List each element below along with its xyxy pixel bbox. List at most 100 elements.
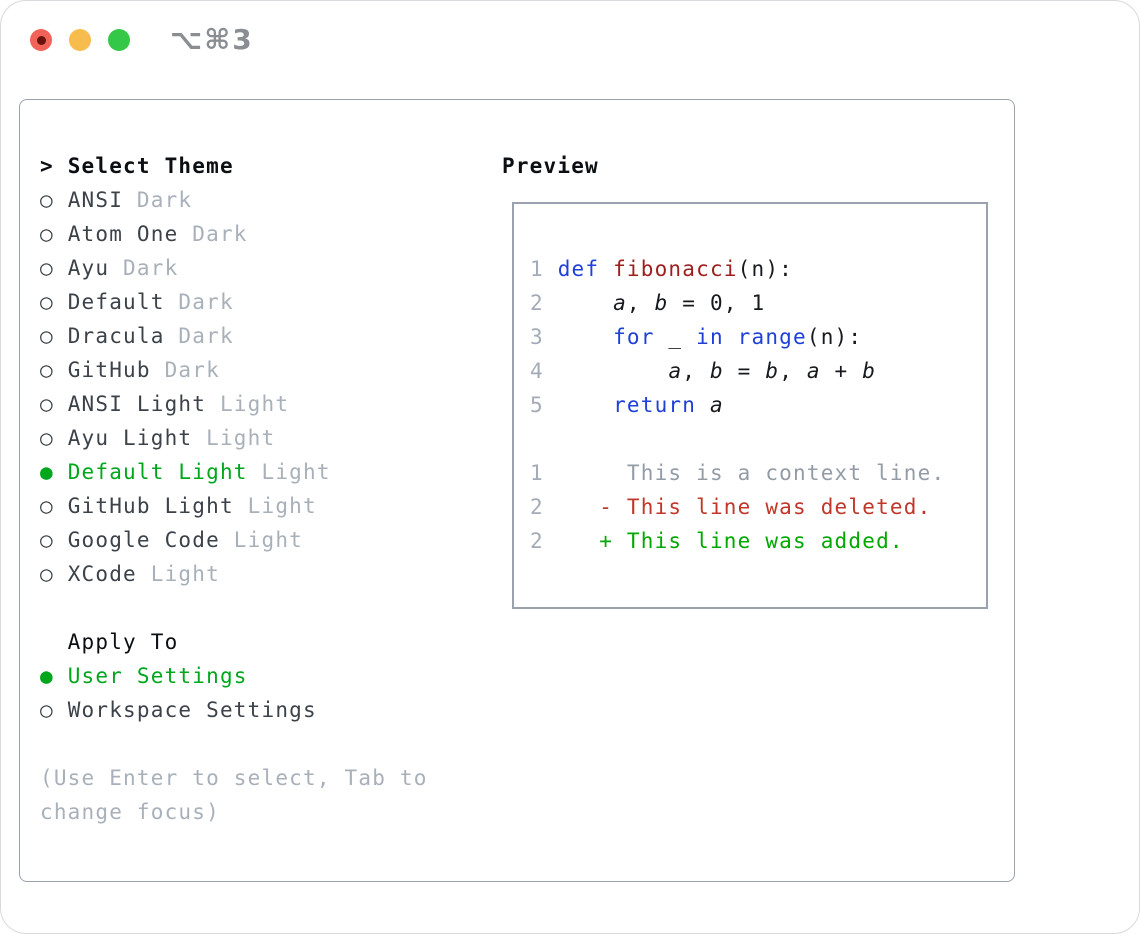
gutter-space (613, 529, 627, 553)
gutter-space (544, 325, 558, 349)
gutter-space (544, 257, 558, 281)
radio-unselected-icon: ○ (40, 358, 68, 382)
preview-code-line-4: 4 a, b = b, a + b (530, 354, 945, 388)
theme-item-ansi-light-light[interactable]: ○ ANSI Light Light (40, 387, 428, 421)
line-number: 2 (530, 291, 544, 315)
theme-list-header: > Select Theme (40, 149, 428, 183)
theme-item-variant: Light (219, 528, 304, 552)
theme-item-name: XCode (67, 562, 137, 586)
diff-marker-icon: + (599, 529, 614, 553)
theme-picker-panel: > Select Theme○ ANSI Dark○ Atom One Dark… (19, 99, 1015, 882)
radio-unselected-icon: ○ (40, 392, 68, 416)
code-token (558, 325, 613, 349)
theme-item-default-dark[interactable]: ○ Default Dark (40, 285, 428, 319)
theme-item-ayu-light-light[interactable]: ○ Ayu Light Light (40, 421, 428, 455)
theme-item-ansi-dark[interactable]: ○ ANSI Dark (40, 183, 428, 217)
theme-item-name: Default Light (67, 460, 248, 484)
code-token: in (696, 325, 724, 349)
line-number: 1 (530, 257, 544, 281)
line-number: 2 (530, 495, 544, 519)
gutter-space (544, 291, 558, 315)
radio-unselected-icon: ○ (40, 562, 68, 586)
theme-selector: > Select Theme○ ANSI Dark○ Atom One Dark… (40, 149, 428, 829)
diff-text: This line was added. (626, 529, 904, 553)
theme-item-variant: Light (206, 392, 290, 416)
theme-item-variant: Dark (164, 290, 234, 314)
apply-to-item-user-settings[interactable]: ● User Settings (40, 659, 428, 693)
theme-item-name: Ayu Light (67, 426, 193, 450)
window-title: ⌥⌘3 (170, 23, 254, 56)
radio-unselected-icon: ○ (40, 426, 68, 450)
theme-item-ayu-dark[interactable]: ○ Ayu Dark (40, 251, 428, 285)
close-button[interactable] (30, 29, 52, 51)
theme-item-default-light-light[interactable]: ● Default Light Light (40, 455, 428, 489)
theme-item-atom-one-dark[interactable]: ○ Atom One Dark (40, 217, 428, 251)
theme-item-name: Ayu (67, 256, 110, 280)
theme-item-variant: Dark (178, 222, 248, 246)
theme-list-header-label: Select Theme (67, 154, 234, 178)
minimize-button[interactable] (69, 29, 91, 51)
theme-item-variant: Light (247, 460, 331, 484)
radio-unselected-icon: ○ (40, 698, 68, 722)
gutter-space (544, 529, 599, 553)
apply-to-header: Apply To (40, 625, 428, 659)
preview-blank-line (530, 422, 945, 456)
gutter-space (544, 359, 558, 383)
line-number: 4 (530, 359, 544, 383)
theme-item-name: ANSI Light (67, 392, 207, 416)
theme-item-name: ANSI (67, 188, 124, 212)
gutter-space (544, 495, 599, 519)
code-token: a (806, 359, 821, 383)
theme-item-name: Default (67, 290, 165, 314)
theme-item-name: Atom One (67, 222, 179, 246)
gutter-space (613, 495, 627, 519)
theme-item-variant: Dark (150, 358, 220, 382)
diff-text: This line was deleted. (626, 495, 932, 519)
hint-line-2: change focus) (40, 800, 220, 824)
maximize-button[interactable] (108, 29, 130, 51)
hint-line-1: (Use Enter to select, Tab to (40, 766, 428, 790)
theme-item-xcode-light[interactable]: ○ XCode Light (40, 557, 428, 591)
code-token: (n): (806, 325, 863, 349)
apply-to-item-workspace-settings[interactable]: ○ Workspace Settings (40, 693, 428, 727)
theme-item-name: GitHub Light (67, 494, 234, 518)
spacer (40, 591, 428, 625)
theme-item-name: GitHub (67, 358, 151, 382)
titlebar: ⌥⌘3 (30, 23, 254, 56)
theme-item-variant: Dark (164, 324, 234, 348)
theme-item-variant: Dark (109, 256, 179, 280)
theme-item-github-light-light[interactable]: ○ GitHub Light Light (40, 489, 428, 523)
radio-unselected-icon: ○ (40, 528, 68, 552)
theme-item-dracula-dark[interactable]: ○ Dracula Dark (40, 319, 428, 353)
gutter-space (544, 461, 599, 485)
line-number: 2 (530, 529, 544, 553)
code-token: def (557, 257, 600, 281)
code-token (558, 393, 613, 417)
theme-item-variant: Dark (123, 188, 193, 212)
code-token: (n): (737, 257, 794, 281)
preview-code-line-2: 2 a, b = 0, 1 (530, 286, 945, 320)
radio-selected-icon: ● (40, 664, 68, 688)
theme-item-name: Dracula (67, 324, 165, 348)
code-token (724, 325, 738, 349)
apply-to-item-name: Workspace Settings (67, 698, 317, 722)
preview-diff-line-added: 2 + This line was added. (530, 524, 945, 558)
radio-unselected-icon: ○ (40, 188, 68, 212)
preview-code-line-1: 1 def fibonacci(n): (530, 252, 945, 286)
spacer (40, 727, 428, 761)
code-token (696, 393, 710, 417)
preview-title: Preview (502, 154, 599, 178)
code-token: = 0, 1 (668, 291, 766, 315)
theme-item-google-code-light[interactable]: ○ Google Code Light (40, 523, 428, 557)
theme-item-name: Google Code (67, 528, 220, 552)
code-token: _ (654, 325, 697, 349)
gutter-space (613, 461, 627, 485)
code-token: + (820, 359, 863, 383)
code-token: return (613, 393, 697, 417)
code-token: a (613, 291, 627, 315)
code-token (558, 291, 613, 315)
code-token (599, 257, 613, 281)
theme-item-github-dark[interactable]: ○ GitHub Dark (40, 353, 428, 387)
